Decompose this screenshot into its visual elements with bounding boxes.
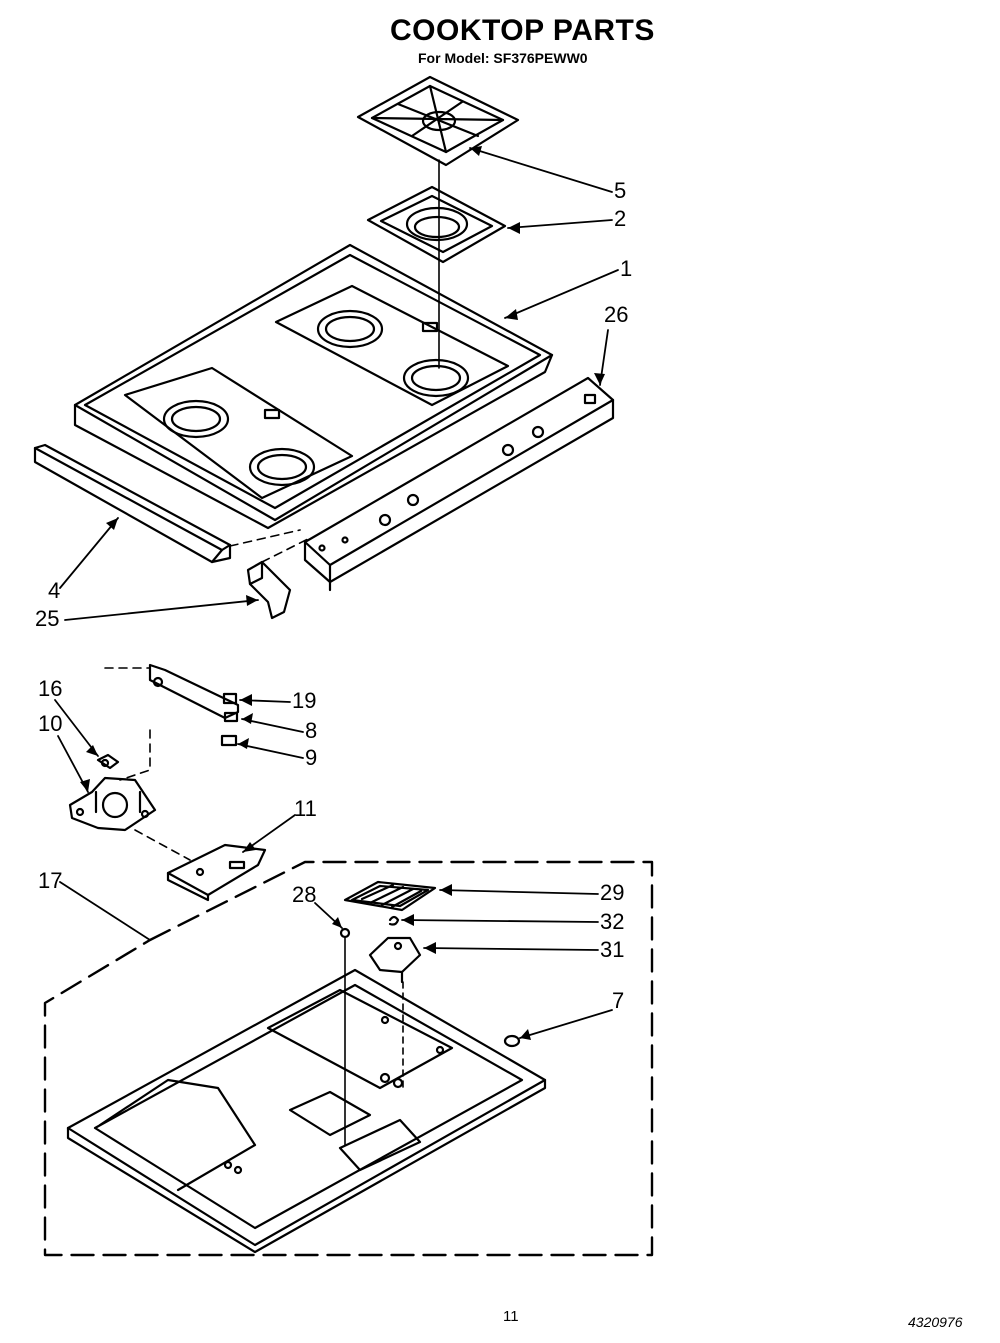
model-number: For Model: SF376PEWW0	[418, 50, 588, 66]
callout-9: 9	[305, 745, 318, 770]
callout-32: 32	[600, 909, 625, 934]
callout-7: 7	[612, 988, 625, 1013]
igniter-bar-part	[148, 663, 240, 747]
valve-regulator-part	[68, 776, 157, 832]
drip-pan-part	[366, 185, 507, 264]
screw-part	[339, 927, 351, 939]
cooktop-base-pan-part	[66, 968, 547, 1254]
callout-29: 29	[600, 880, 625, 905]
end-cap-part	[246, 560, 292, 620]
clip-part	[388, 915, 400, 926]
front-control-bracket-part	[303, 376, 615, 592]
cooktop-main-top-part	[73, 243, 554, 530]
vent-grille-part	[343, 880, 437, 912]
callout-1: 1	[620, 256, 633, 281]
callout-11: 11	[294, 796, 317, 821]
callout-17: 17	[38, 868, 63, 893]
grommet-part	[503, 1034, 521, 1048]
document-number: 4320976	[908, 1314, 963, 1330]
callout-25: 25	[35, 606, 60, 631]
callout-4: 4	[48, 578, 61, 603]
page-number: 11	[503, 1308, 519, 1325]
diagram-title: COOKTOP PARTS	[390, 14, 655, 47]
front-trim-strip-part	[33, 443, 232, 564]
spring-clip-part	[96, 753, 120, 770]
callout-10: 10	[38, 711, 63, 736]
callout-19: 19	[292, 688, 317, 713]
callout-26: 26	[604, 302, 629, 327]
callout-8: 8	[305, 718, 318, 743]
callout-16: 16	[38, 676, 63, 701]
callout-31: 31	[600, 937, 625, 962]
callout-5: 5	[614, 178, 627, 203]
mounting-bracket-part	[166, 843, 267, 902]
callout-28: 28	[292, 882, 317, 907]
vent-bracket-part	[368, 936, 422, 984]
burner-grate-part	[356, 75, 520, 167]
callout-2: 2	[614, 206, 627, 231]
